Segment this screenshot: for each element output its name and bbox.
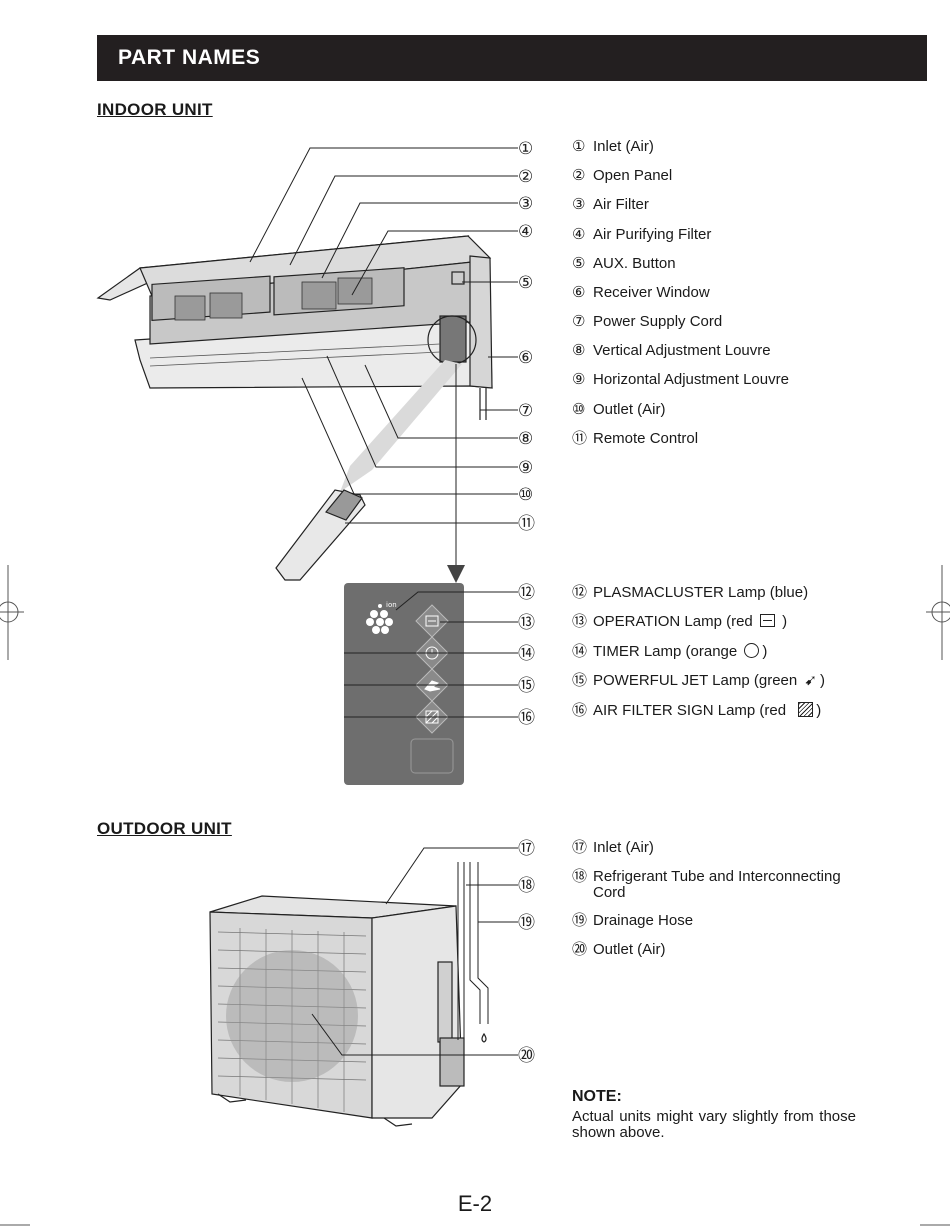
outdoor-section-title: OUTDOOR UNIT (97, 819, 232, 838)
svg-text:⑥: ⑥ (518, 348, 533, 368)
page-number: E-2 (457, 1191, 493, 1216)
svg-text:⑦: ⑦ (518, 401, 533, 421)
arrow-head (447, 565, 465, 583)
svg-text:⑱: ⑱ (518, 876, 535, 896)
indoor-callouts: ① ② ③ ④ ⑤ ⑥ ⑦ ⑧ ⑨ ⑩ ⑪ ⑫ ⑬ ⑭ ⑮ ⑯ (518, 139, 535, 728)
indoor-section-title: INDOOR UNIT (97, 100, 213, 119)
svg-text:⑧: ⑧ (518, 429, 533, 449)
svg-text:⑩: ⑩ (518, 485, 533, 505)
svg-text:⑮: ⑮ (518, 676, 535, 696)
jet-icon: ➹ (804, 672, 817, 689)
svg-text:③: ③ (518, 194, 533, 214)
outdoor-leader-lines (311, 847, 518, 1056)
svg-text:⑨: ⑨ (518, 458, 533, 478)
svg-text:⑤: ⑤ (518, 273, 533, 293)
page-header: PART NAMES (97, 35, 927, 81)
indicator-panel: ion (344, 583, 464, 785)
operation-icon (759, 614, 775, 627)
svg-text:⑫: ⑫ (518, 583, 535, 603)
filter-sign-icon (798, 702, 814, 717)
svg-text:②: ② (518, 167, 533, 187)
indoor-unit-illustration (96, 235, 508, 581)
svg-text:⑳: ⑳ (518, 1046, 535, 1066)
outdoor-callouts: ⑰ ⑱ ⑲ ⑳ (518, 839, 535, 1066)
ion-label: ion (386, 601, 397, 609)
page-title: PART NAMES (118, 46, 261, 69)
clock-icon (744, 643, 760, 658)
svg-text:⑲: ⑲ (518, 913, 535, 933)
note-text: Actual units might vary slightly from th… (572, 1108, 856, 1141)
svg-text:①: ① (518, 139, 533, 159)
panel-leader-lines (344, 591, 518, 718)
crop-marks (0, 565, 950, 1226)
outdoor-unit-illustration (209, 862, 489, 1127)
svg-text:⑭: ⑭ (518, 644, 535, 664)
svg-text:④: ④ (518, 222, 533, 242)
indoor-leader-lines (249, 147, 518, 566)
note-title: NOTE: (572, 1088, 622, 1105)
svg-text:⑰: ⑰ (518, 839, 535, 859)
svg-text:⑯: ⑯ (518, 708, 535, 728)
svg-text:⑪: ⑪ (518, 514, 535, 534)
svg-text:⑬: ⑬ (518, 613, 535, 633)
